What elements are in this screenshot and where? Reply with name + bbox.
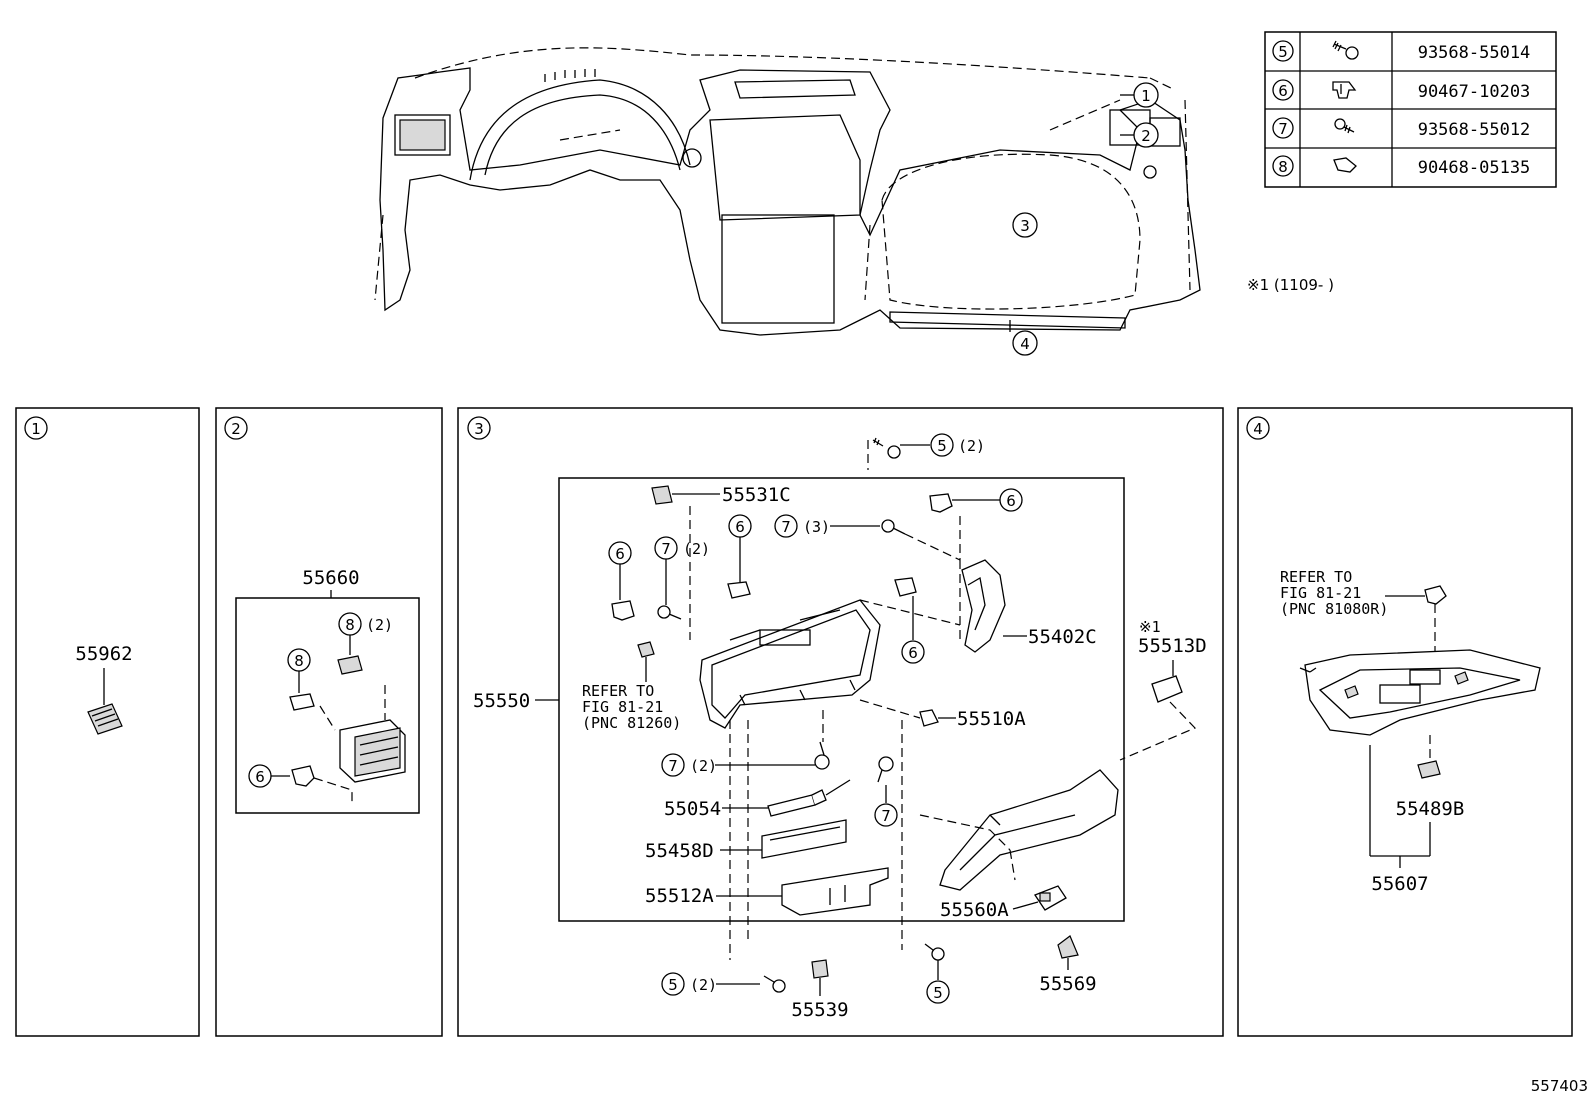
svg-text:2: 2 — [1141, 127, 1151, 145]
cover-part — [87, 703, 123, 735]
part-label: 55489B — [1396, 798, 1465, 820]
svg-text:8: 8 — [345, 616, 355, 634]
applicability-mark: ※1 — [1139, 618, 1161, 636]
table-row: 5 93568-55014 — [1272, 40, 1531, 63]
clip-icon — [1332, 81, 1357, 99]
panel-1: 1 55962 — [15, 407, 200, 1037]
table-row: 8 90468-05135 — [1272, 155, 1531, 178]
part-label: 55569 — [1039, 973, 1096, 995]
screw-icon — [1334, 118, 1355, 134]
reference-note: REFER TO — [582, 682, 654, 700]
panel-4: 4 REFER TO FIG 81-21 (PNC 81080R) 55489B… — [1237, 407, 1573, 1037]
svg-text:3: 3 — [1020, 217, 1030, 235]
svg-text:6: 6 — [615, 545, 625, 563]
svg-text:5: 5 — [933, 984, 943, 1002]
svg-text:6: 6 — [735, 518, 745, 536]
part-label: 55512A — [645, 885, 714, 907]
reference-note: FIG 81-21 — [582, 698, 663, 716]
quantity-label: (3) — [803, 518, 830, 536]
reference-note: (PNC 81080R) — [1280, 600, 1388, 618]
table-ref: 6 — [1278, 82, 1288, 100]
callout: 2 — [1133, 122, 1159, 148]
part-label: 55607 — [1371, 873, 1428, 895]
svg-text:7: 7 — [668, 757, 678, 775]
part-label: 55539 — [791, 999, 848, 1021]
callout: 4 — [1012, 330, 1038, 356]
table-ref: 5 — [1278, 43, 1288, 61]
callout: 1 — [1133, 82, 1159, 108]
reference-note: FIG 81-21 — [1280, 584, 1361, 602]
table-part-number: 93568-55012 — [1418, 120, 1531, 140]
part-label: 55513D — [1138, 635, 1207, 657]
latch-part — [1034, 885, 1067, 911]
panel-3: 3 5 (2) 55531C 6 7 (3) 6 — [457, 407, 1224, 1037]
damper-part — [767, 779, 851, 817]
screw-icon — [1332, 40, 1359, 60]
panel-number: 2 — [231, 420, 241, 438]
table-part-number: 90468-05135 — [1418, 158, 1531, 178]
svg-text:6: 6 — [255, 768, 265, 786]
table-ref: 7 — [1278, 120, 1288, 138]
dashboard-overview: 1 2 3 4 — [374, 47, 1201, 356]
panel-number: 1 — [31, 420, 41, 438]
air-vent-part — [339, 719, 406, 783]
part-label: 55510A — [957, 708, 1026, 730]
table-row: 6 90467-10203 — [1272, 79, 1531, 102]
part-label: 55962 — [75, 643, 132, 665]
svg-text:1: 1 — [1141, 87, 1151, 105]
assembly-label: 55660 — [302, 567, 359, 589]
part-label: 55402C — [1028, 626, 1097, 648]
quantity-label: (2) — [690, 757, 717, 775]
quantity-label: (2) — [958, 437, 985, 455]
panel-number: 3 — [474, 420, 484, 438]
clip-icon — [1333, 157, 1357, 173]
part-label: 55458D — [645, 840, 714, 862]
quantity-label: (2) — [690, 976, 717, 994]
glove-box-door-part — [939, 769, 1119, 891]
tray-part — [781, 867, 889, 916]
svg-text:7: 7 — [881, 807, 891, 825]
under-cover-part — [1299, 649, 1541, 736]
svg-text:5: 5 — [937, 437, 947, 455]
panel-2: 2 55660 8 (2) 8 6 — [215, 407, 443, 1037]
panel-insert-part — [761, 819, 847, 859]
applicability-note: ※1 (1109- ) — [1247, 276, 1334, 294]
table-row: 7 93568-55012 — [1272, 117, 1531, 140]
side-trim-part — [961, 559, 1006, 653]
svg-text:7: 7 — [661, 540, 671, 558]
svg-text:6: 6 — [1006, 492, 1016, 510]
table-part-number: 93568-55014 — [1418, 43, 1531, 63]
glove-box-frame — [699, 599, 881, 729]
part-label: 55054 — [664, 798, 721, 820]
reference-note: REFER TO — [1280, 568, 1352, 586]
part-label: 55550 — [473, 690, 530, 712]
panel-number: 4 — [1253, 420, 1263, 438]
svg-text:8: 8 — [294, 652, 304, 670]
table-ref: 8 — [1278, 158, 1288, 176]
table-part-number: 90467-10203 — [1418, 82, 1531, 102]
svg-text:6: 6 — [908, 644, 918, 662]
quantity-label: (2) — [366, 616, 393, 634]
svg-text:4: 4 — [1020, 335, 1030, 353]
svg-text:7: 7 — [781, 518, 791, 536]
quantity-label: (2) — [683, 540, 710, 558]
figure-id: 557403 — [1531, 1077, 1588, 1095]
reference-note: (PNC 81260) — [582, 714, 681, 732]
svg-text:5: 5 — [668, 976, 678, 994]
fastener-table: 5 93568-55014 6 90467-10203 7 93568-5501 — [1264, 31, 1557, 188]
callout: 3 — [1012, 212, 1038, 238]
part-label: 55531C — [722, 484, 791, 506]
part-label: 55560A — [940, 899, 1009, 921]
